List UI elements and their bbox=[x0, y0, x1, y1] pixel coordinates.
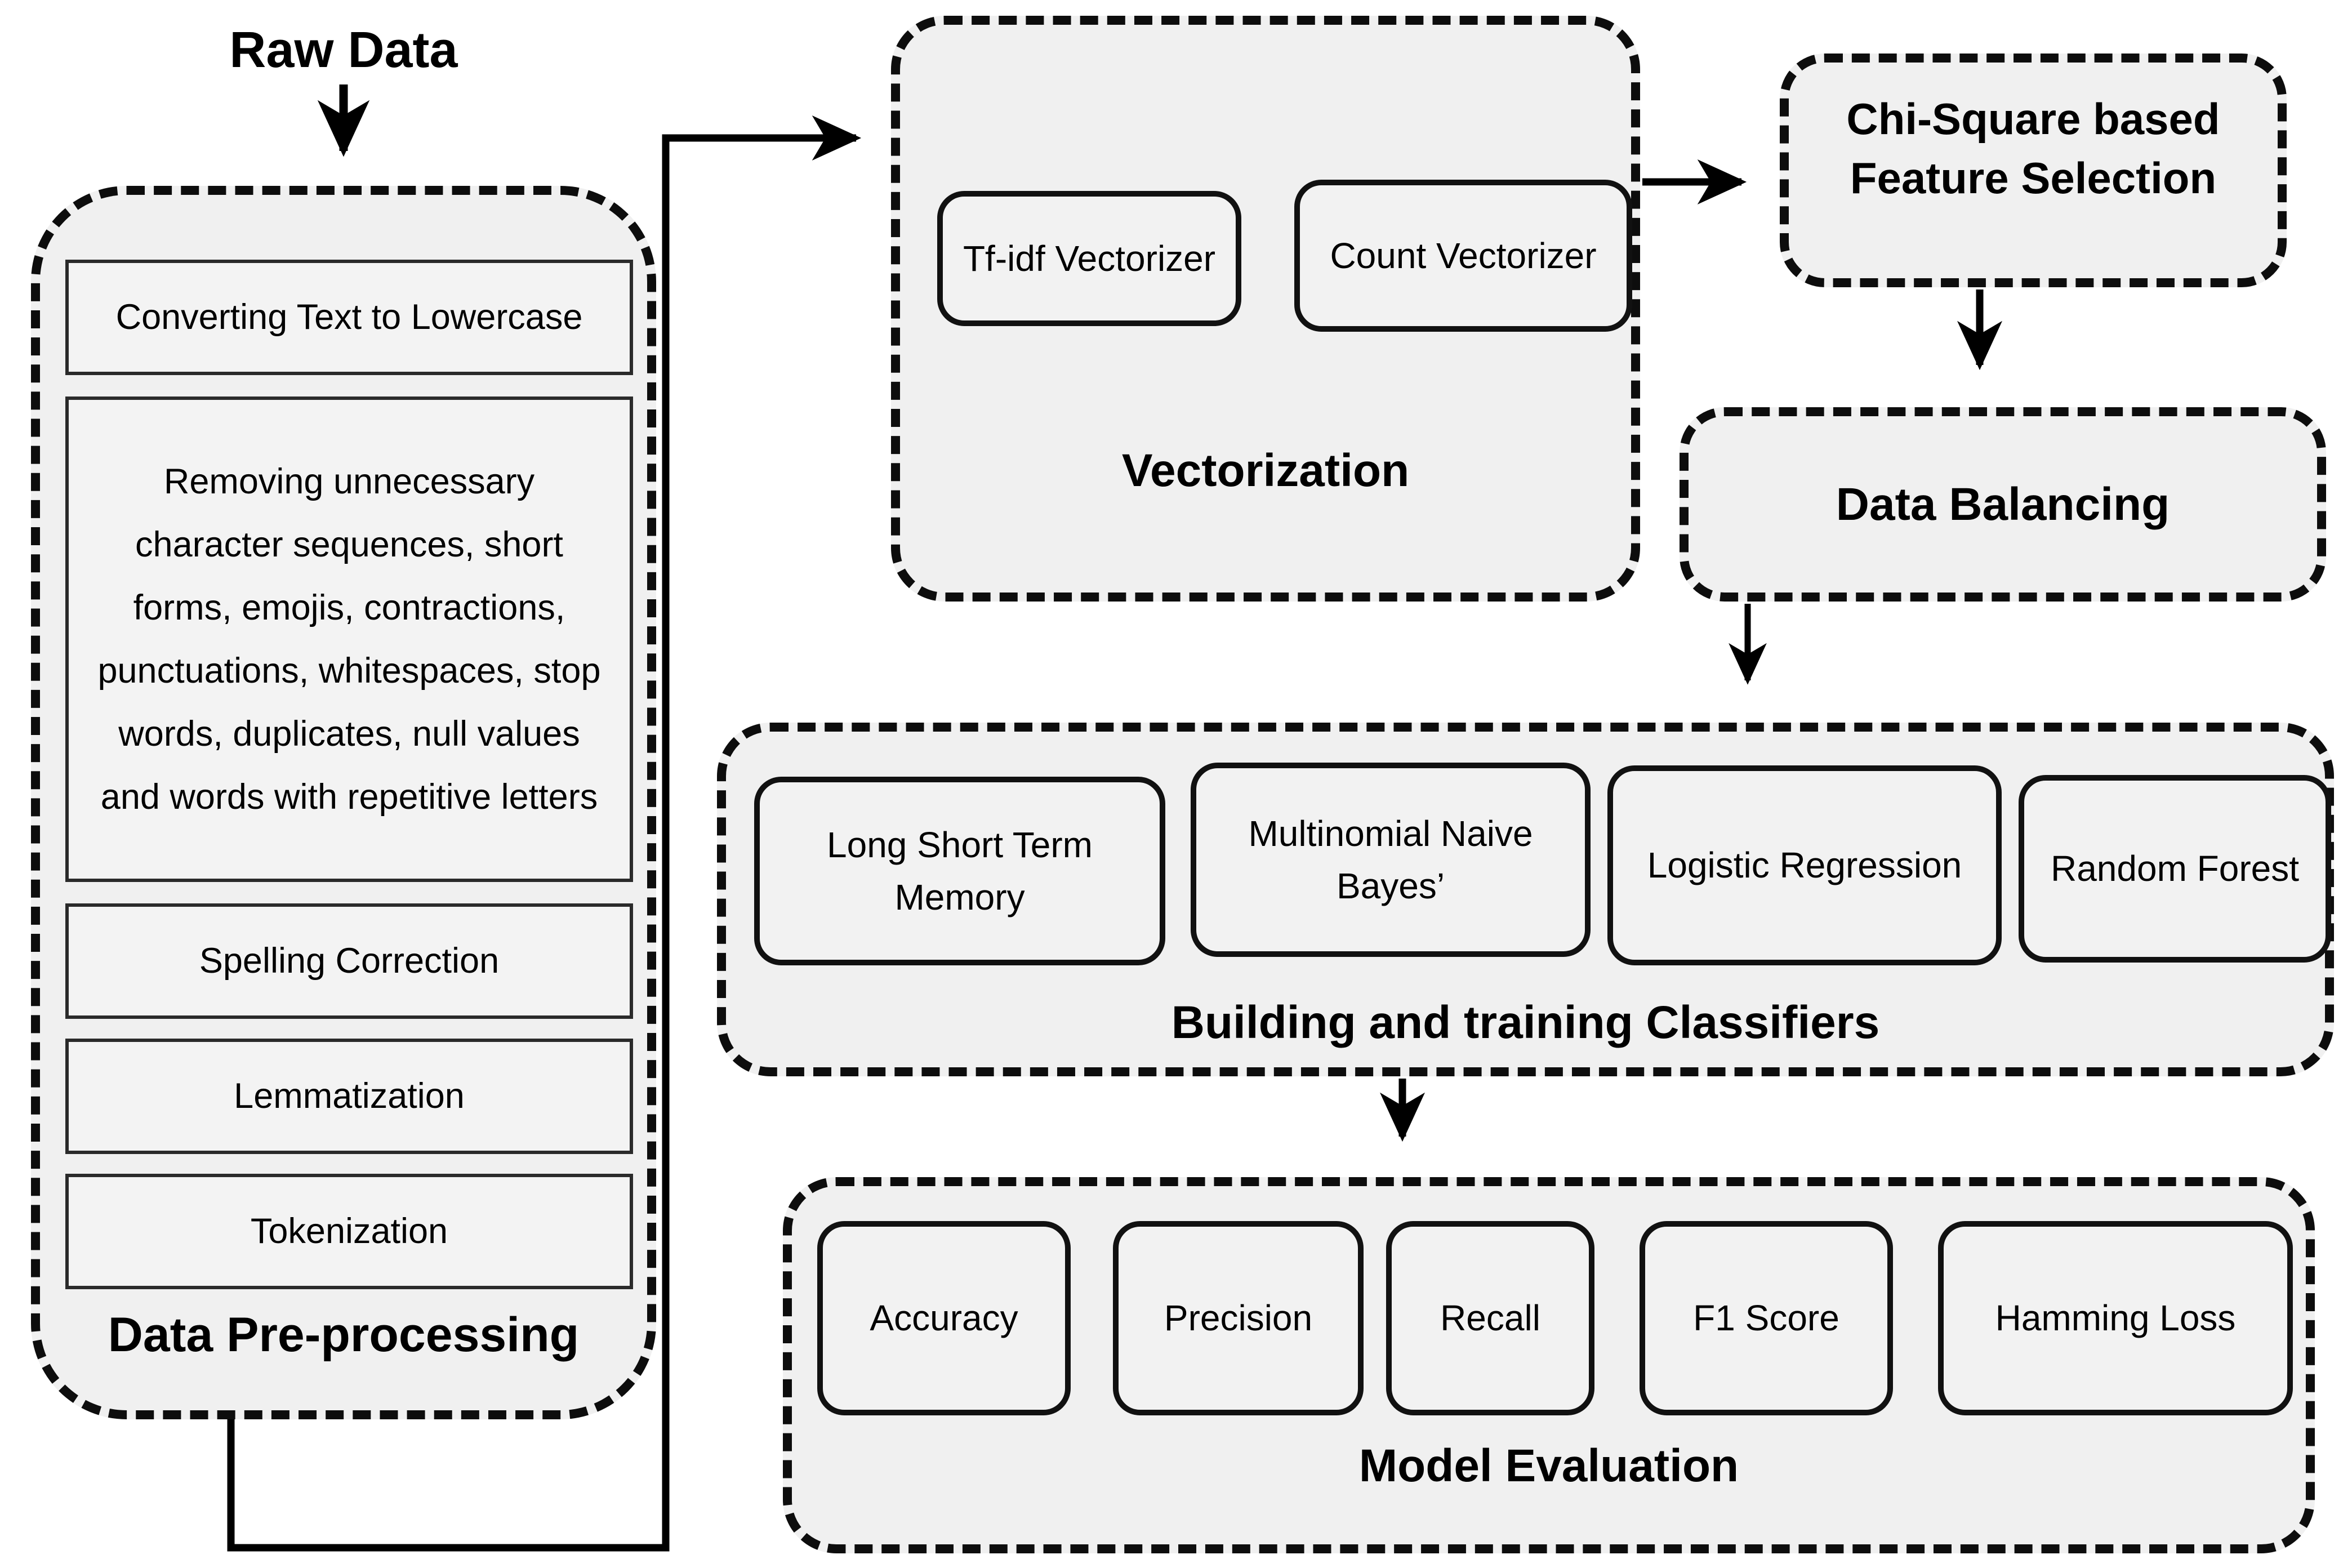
classifiers-group: Long Short Term Memory Multinomial Naive… bbox=[717, 723, 2334, 1076]
data-balancing-title: Data Balancing bbox=[1836, 478, 2170, 530]
vectorization-group: Tf-idf Vectorizer Count Vectorizer Vecto… bbox=[891, 16, 1640, 602]
step-tokenization: Tokenization bbox=[65, 1174, 633, 1289]
metric-recall-box: Recall bbox=[1386, 1221, 1594, 1415]
count-vectorizer-box: Count Vectorizer bbox=[1294, 180, 1632, 332]
metric-f1-score-box: F1 Score bbox=[1640, 1221, 1893, 1415]
feature-selection-box: Chi-Square based Feature Selection bbox=[1780, 54, 2287, 287]
classifiers-title: Building and training Classifiers bbox=[1171, 997, 1880, 1048]
classifier-multinomial-nb-box: Multinomial Naive Bayes’ bbox=[1191, 763, 1591, 957]
metric-precision-box: Precision bbox=[1113, 1221, 1364, 1415]
step-spelling-correction: Spelling Correction bbox=[65, 903, 633, 1019]
raw-data-label: Raw Data bbox=[229, 22, 458, 78]
metric-accuracy-box: Accuracy bbox=[817, 1221, 1071, 1415]
vectorization-title: Vectorization bbox=[1121, 445, 1410, 496]
step-removing-unnecessary: Removing unnecessary character sequences… bbox=[65, 397, 633, 882]
data-balancing-box: Data Balancing bbox=[1680, 407, 2326, 602]
model-evaluation-title: Model Evaluation bbox=[1358, 1440, 1739, 1491]
metric-hamming-loss-box: Hamming Loss bbox=[1938, 1221, 2293, 1415]
classifier-random-forest-box: Random Forest bbox=[2019, 775, 2331, 963]
step-convert-lowercase: Converting Text to Lowercase bbox=[65, 260, 633, 375]
model-evaluation-group: Accuracy Precision Recall F1 Score Hammi… bbox=[783, 1177, 2315, 1553]
feature-selection-title: Chi-Square based Feature Selection bbox=[1846, 94, 2220, 203]
classifier-lstm-box: Long Short Term Memory bbox=[754, 777, 1165, 965]
tfidf-vectorizer-box: Tf-idf Vectorizer bbox=[937, 191, 1241, 326]
data-preprocessing-group: Converting Text to Lowercase Removing un… bbox=[31, 186, 656, 1419]
step-lemmatization: Lemmatization bbox=[65, 1039, 633, 1154]
data-preprocessing-title: Data Pre-processing bbox=[108, 1308, 580, 1362]
classifier-logistic-regression-box: Logistic Regression bbox=[1607, 765, 2002, 965]
